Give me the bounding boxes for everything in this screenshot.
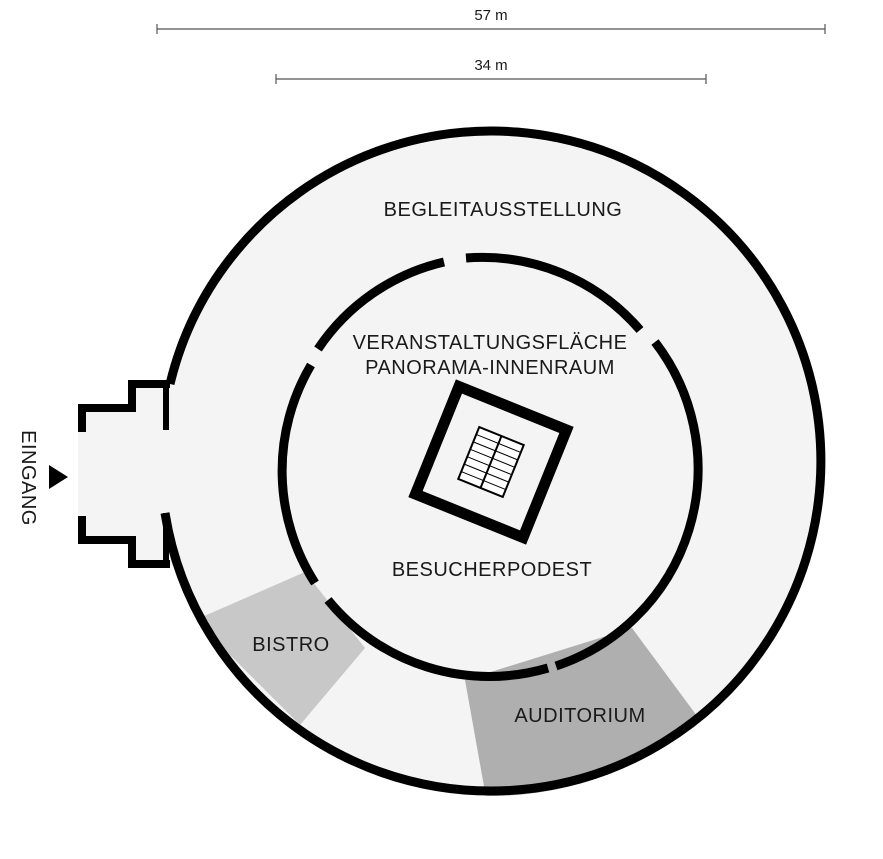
outer-wall [160, 126, 826, 796]
dimension-outer-label: 57 m [474, 7, 507, 24]
bistro-label: BISTRO [252, 634, 329, 656]
visitor-platform [408, 379, 574, 545]
inner-wall [277, 252, 703, 681]
auditorium-label: AUDITORIUM [514, 705, 645, 727]
entrance-annex-wall-bottom [78, 516, 170, 568]
triangle-right-icon [49, 465, 68, 489]
event-area-label-line2: PANORAMA-INNENRAUM [365, 357, 615, 379]
exhibition-label: BEGLEITAUSSTELLUNG [384, 199, 623, 221]
staircase-icon [456, 425, 526, 499]
platform-label: BESUCHERPODEST [392, 559, 592, 581]
dimension-34m: 34 m [275, 57, 707, 84]
event-area-label-line1: VERANSTALTUNGSFLÄCHE [353, 332, 628, 354]
dimension-inner-label: 34 m [474, 57, 507, 74]
dimension-57m: 57 m [156, 7, 826, 34]
entrance-annex-wall-top [78, 380, 170, 432]
entrance-label: EINGANG [17, 430, 39, 526]
bistro-room [195, 572, 365, 725]
